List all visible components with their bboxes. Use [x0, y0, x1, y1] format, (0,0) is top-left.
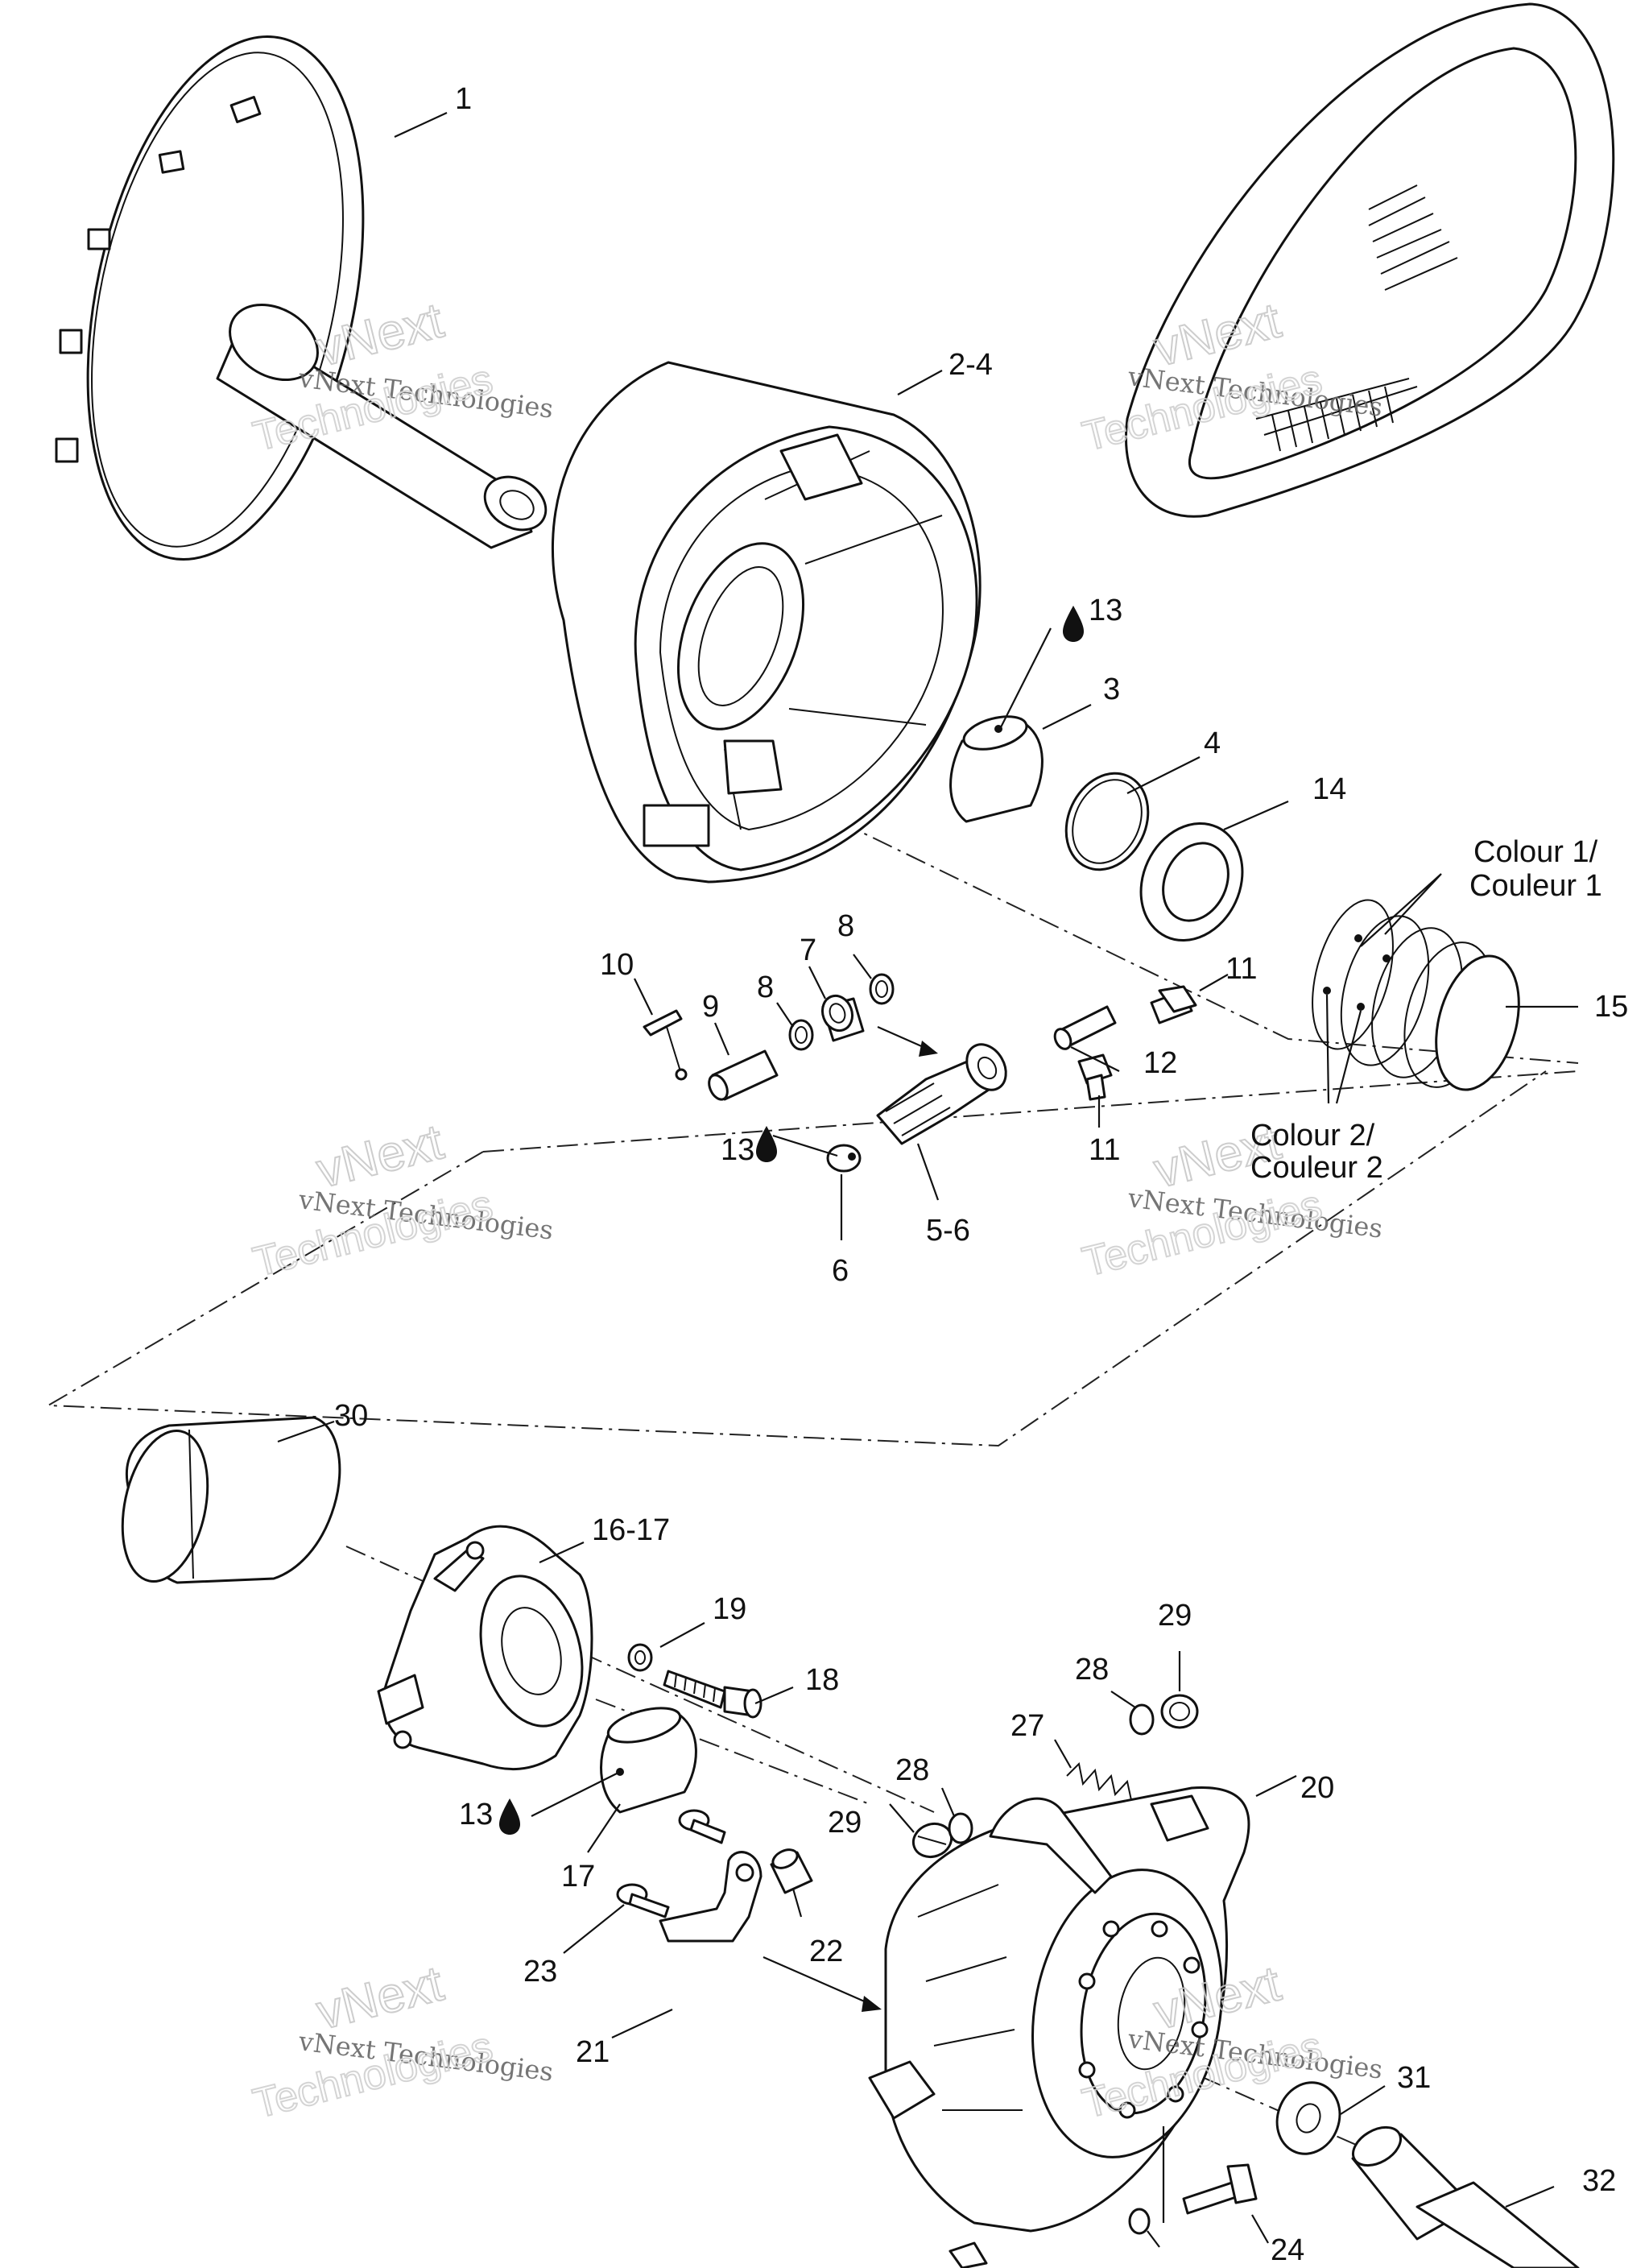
- part-1-sheave: [55, 35, 548, 561]
- arrow-icon: [862, 1996, 882, 2012]
- part-nut-bottom: [948, 2241, 988, 2268]
- callout-1: 1: [455, 82, 472, 116]
- callout-3: 3: [1103, 673, 1120, 706]
- watermark-vnext: vNext: [312, 1956, 448, 2040]
- part-16-17-spider: [377, 1525, 593, 1771]
- part-7-roller: [820, 994, 865, 1042]
- part-2-4-movable-sheave: [551, 361, 982, 884]
- leader-lines: [277, 112, 1578, 2248]
- callout-21: 21: [576, 2035, 610, 2069]
- direction-arrows: [763, 1025, 938, 2012]
- callout-12: 12: [1143, 1046, 1177, 1080]
- callout-couleur2: Couleur 2: [1250, 1151, 1383, 1185]
- callout-32: 32: [1582, 2164, 1616, 2198]
- part-32-bolt: [1351, 2125, 1580, 2268]
- callout-31: 31: [1397, 2061, 1431, 2095]
- part-11-bolt-b: [1077, 1053, 1113, 1101]
- part-23-bolt-b: [678, 1809, 726, 1844]
- part-30-sleeve: [121, 1416, 341, 1584]
- part-29-cap-a: [911, 1822, 953, 1859]
- part-22-roller: [770, 1848, 813, 1894]
- part-18-bolt: [663, 1670, 763, 1719]
- part-9-roller-pin: [708, 1049, 779, 1101]
- callout-7: 7: [800, 933, 816, 967]
- callout-couleur1: Couleur 1: [1469, 869, 1602, 903]
- part-29-cap-b: [1160, 1694, 1199, 1729]
- part-28-oring-a: [948, 1812, 973, 1844]
- callout-2-4: 2-4: [948, 348, 993, 382]
- part-10-pin: [643, 1009, 688, 1081]
- callout-29a: 29: [1158, 1599, 1192, 1633]
- part-8-washer-a: [788, 1019, 814, 1051]
- part-23-bolt: [616, 1883, 670, 1918]
- callout-13-low: 13: [459, 1798, 493, 1831]
- drive-belt: [1125, 2, 1615, 518]
- part-27-spring: [1066, 1761, 1132, 1801]
- callout-4: 4: [1204, 726, 1221, 760]
- part-14-washer: [1139, 822, 1244, 942]
- callout-colour1: Colour 1/: [1473, 835, 1598, 869]
- callout-30: 30: [334, 1399, 368, 1433]
- callout-13-mid: 13: [721, 1133, 754, 1167]
- part-24-bolt: [1182, 2163, 1258, 2215]
- part-11-bolt-a: [1150, 985, 1197, 1024]
- callout-14: 14: [1312, 772, 1346, 806]
- part-28-oring-b: [1129, 1703, 1155, 1736]
- oil-drop-icon: [1063, 606, 1084, 642]
- callout-22: 22: [809, 1935, 843, 1968]
- part-17-bushing: [600, 1707, 697, 1814]
- part-8-washer-b: [869, 973, 895, 1005]
- callout-13-top: 13: [1089, 594, 1122, 627]
- part-19-washer: [627, 1643, 653, 1672]
- arrow-icon: [919, 1041, 938, 1057]
- callout-labels: 1 2-4 13 3 4 14 Colour 1/ Couleur 1 15 C…: [334, 82, 1628, 2267]
- part-small-washer-bottom: [1128, 2208, 1151, 2235]
- part-5-6-weight: [876, 1043, 1007, 1145]
- oil-drop-icon: [756, 1126, 777, 1162]
- callout-29b: 29: [828, 1806, 862, 1840]
- part-15-spring: [1312, 899, 1520, 1091]
- part-12-pin: [1053, 1005, 1117, 1050]
- callout-15: 15: [1594, 990, 1628, 1024]
- callout-5-6: 5-6: [926, 1214, 970, 1248]
- callout-17: 17: [561, 1860, 595, 1893]
- callout-9: 9: [702, 990, 719, 1024]
- callout-colour2: Colour 2/: [1250, 1119, 1375, 1153]
- callout-11b: 11: [1089, 1133, 1120, 1167]
- callout-8b: 8: [837, 909, 854, 943]
- watermark-vnext: vNext: [312, 1114, 448, 1198]
- part-3-bushing: [949, 715, 1044, 823]
- callout-8a: 8: [757, 971, 774, 1004]
- part-4-ring: [1064, 772, 1150, 871]
- callout-19: 19: [713, 1592, 746, 1626]
- callout-6: 6: [832, 1254, 849, 1288]
- callout-23: 23: [523, 1955, 557, 1989]
- part-20-hub: [868, 1786, 1250, 2233]
- part-21-cam: [659, 1851, 763, 1943]
- callout-16-17: 16-17: [592, 1513, 670, 1547]
- callout-10: 10: [600, 948, 634, 982]
- callout-28a: 28: [1075, 1653, 1109, 1687]
- callout-24: 24: [1271, 2233, 1304, 2267]
- part-6-circlip: [826, 1144, 862, 1173]
- oil-drop-icon: [499, 1798, 520, 1835]
- callout-27: 27: [1010, 1709, 1044, 1743]
- callout-20: 20: [1300, 1771, 1334, 1805]
- callout-28b: 28: [895, 1753, 929, 1787]
- lubricant-markers: [499, 606, 1084, 1835]
- part-31-washer: [1275, 2081, 1341, 2155]
- callout-18: 18: [805, 1663, 839, 1697]
- callout-11a: 11: [1225, 952, 1257, 986]
